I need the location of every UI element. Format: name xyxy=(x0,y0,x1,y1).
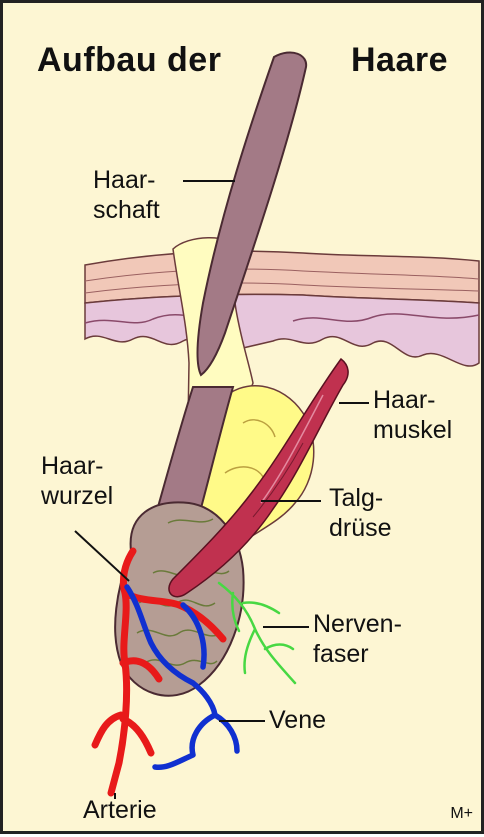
title-right: Haare xyxy=(351,41,448,80)
label-haarmuskel: Haar- muskel xyxy=(373,385,452,445)
credit-mark: M+ xyxy=(450,805,473,823)
title-left: Aufbau der xyxy=(37,41,221,80)
leader-line-haarwurzel xyxy=(75,531,129,581)
label-haarwurzel: Haar- wurzel xyxy=(41,451,113,511)
label-talgdruese: Talg- drüse xyxy=(329,483,392,543)
label-vene: Vene xyxy=(269,705,326,735)
dermis xyxy=(85,294,479,366)
label-nervenfaser: Nerven- faser xyxy=(313,609,402,669)
label-haarschaft: Haar- schaft xyxy=(93,165,160,225)
label-arterie: Arterie xyxy=(83,795,157,825)
